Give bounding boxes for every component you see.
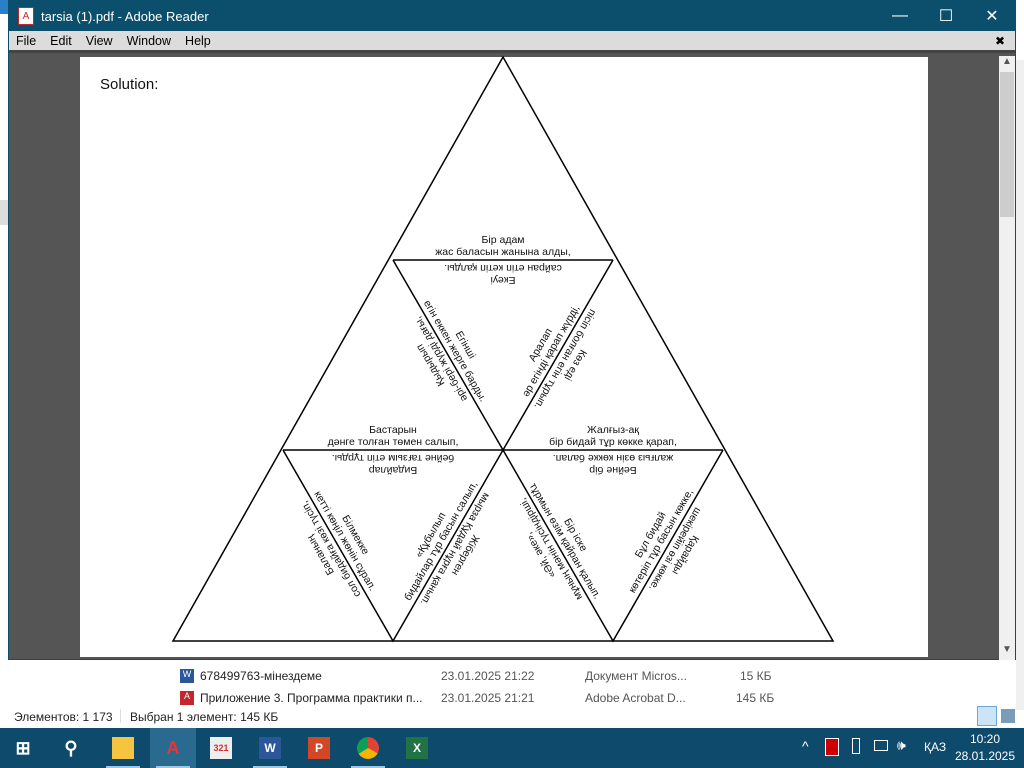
word-icon: W — [259, 737, 281, 759]
puzzle-line: бір бидай тұр көкке қарап, — [549, 436, 677, 448]
puzzle-lines — [171, 55, 835, 643]
taskbar-word[interactable]: W — [247, 728, 293, 768]
file-name: 678499763-мінездеме — [200, 669, 322, 683]
chrome-icon — [357, 737, 379, 759]
puzzle-line: Бидайлар — [369, 464, 418, 476]
scroll-thumb[interactable] — [1000, 72, 1014, 217]
item-count: Элементов: 1 173 — [14, 710, 113, 724]
explorer-scroll-fragment — [0, 200, 8, 225]
close-button[interactable]: ✕ — [985, 8, 999, 25]
clock[interactable]: 10:20 28.01.2025 — [950, 731, 1020, 765]
search-button[interactable]: ⚲ — [48, 728, 94, 768]
language-indicator[interactable]: ҚАЗ — [924, 740, 947, 754]
puzzle-line: жалғыз өзін көкке балап. — [553, 452, 673, 464]
scroll-down-icon[interactable]: ▼ — [1002, 644, 1012, 655]
file-date: 23.01.2025 21:22 — [441, 669, 535, 683]
adobe-pdf-icon: A — [18, 7, 34, 25]
taskbar-chrome[interactable] — [345, 728, 391, 768]
scroll-up-icon[interactable]: ▲ — [1002, 56, 1012, 67]
menu-bar: File Edit View Window Help ✖ — [9, 31, 1015, 53]
taskbar-media-player[interactable]: 321 — [198, 728, 244, 768]
close-document-icon[interactable]: ✖ — [994, 33, 1005, 48]
menu-window[interactable]: Window — [126, 33, 172, 48]
pdf-page: Solution: — [80, 57, 928, 657]
folder-icon — [112, 737, 134, 759]
puzzle-line: сайран етіп кетіп қалды. — [444, 262, 562, 274]
menu-view[interactable]: View — [85, 33, 113, 48]
windows-icon: ⊞ — [15, 737, 31, 758]
clock-time: 10:20 — [969, 732, 1001, 746]
puzzle-line: бейне тағзым етіп тұрды. — [332, 452, 455, 464]
search-icon: ⚲ — [64, 737, 78, 758]
puzzle-line: Жалғыз-ақ — [587, 424, 639, 436]
file-size: 145 КБ — [736, 691, 775, 705]
puzzle-line: жас баласын жанына алды, — [435, 246, 570, 258]
taskbar-explorer[interactable] — [100, 728, 146, 768]
clock-date: 28.01.2025 — [954, 749, 1016, 763]
menu-edit[interactable]: Edit — [50, 33, 72, 48]
file-size: 15 КБ — [740, 669, 772, 683]
adobe-reader-window: A tarsia (1).pdf - Adobe Reader — ☐ ✕ Fi… — [8, 0, 1016, 660]
explorer-status-bar: Элементов: 1 173 Выбран 1 элемент: 145 К… — [0, 706, 1024, 728]
file-date: 23.01.2025 21:21 — [441, 691, 535, 705]
solution-heading: Solution: — [100, 76, 159, 93]
window-title: tarsia (1).pdf - Adobe Reader — [41, 8, 209, 24]
menu-help[interactable]: Help — [185, 33, 211, 48]
excel-icon: X — [406, 737, 428, 759]
file-type: Adobe Acrobat D... — [585, 691, 686, 705]
media-player-icon: 321 — [210, 737, 232, 759]
title-bar[interactable]: A tarsia (1).pdf - Adobe Reader — ☐ ✕ — [9, 1, 1015, 31]
explorer-icon — [0, 0, 10, 14]
selection-info: Выбран 1 элемент: 145 КБ — [130, 710, 279, 724]
minimize-button[interactable]: — — [892, 7, 908, 24]
taskbar-powerpoint[interactable]: P — [296, 728, 342, 768]
vertical-scrollbar[interactable]: ▲ ▼ — [999, 56, 1015, 660]
volume-icon[interactable]: 🕪 — [897, 737, 906, 753]
start-button[interactable]: ⊞ — [0, 728, 46, 768]
acrobat-icon: A — [166, 737, 180, 758]
powerpoint-icon: P — [308, 737, 330, 759]
taskbar: ⊞ ⚲ A 321 W P X ^ 🕪 ҚАЗ 10:20 28.01.2025 — [0, 728, 1024, 768]
word-doc-icon: W — [180, 669, 194, 683]
thumbnail-view-button[interactable] — [1001, 709, 1015, 723]
taskbar-excel[interactable]: X — [394, 728, 440, 768]
file-name: Приложение 3. Программа практики п... — [200, 691, 423, 705]
details-view-button[interactable] — [977, 706, 997, 726]
puzzle-line: Бейне бір — [589, 464, 636, 476]
tray-chevron-icon[interactable]: ^ — [802, 738, 809, 754]
usb-icon[interactable] — [852, 738, 860, 754]
network-icon[interactable] — [874, 740, 888, 751]
file-type: Документ Micros... — [585, 669, 687, 683]
antivirus-icon[interactable] — [825, 738, 839, 756]
puzzle-line: Бір адам — [481, 234, 524, 246]
puzzle-line: Бастарын — [369, 424, 417, 436]
explorer-scrollbar[interactable] — [1016, 60, 1024, 710]
puzzle-line: дәнге толған төмен салып, — [328, 436, 459, 448]
menu-file[interactable]: File — [16, 33, 37, 48]
maximize-button[interactable]: ☐ — [938, 8, 954, 25]
pdf-icon: A — [180, 691, 194, 705]
puzzle-line: Екеуі — [490, 274, 515, 286]
taskbar-adobe-reader[interactable]: A — [150, 728, 196, 768]
